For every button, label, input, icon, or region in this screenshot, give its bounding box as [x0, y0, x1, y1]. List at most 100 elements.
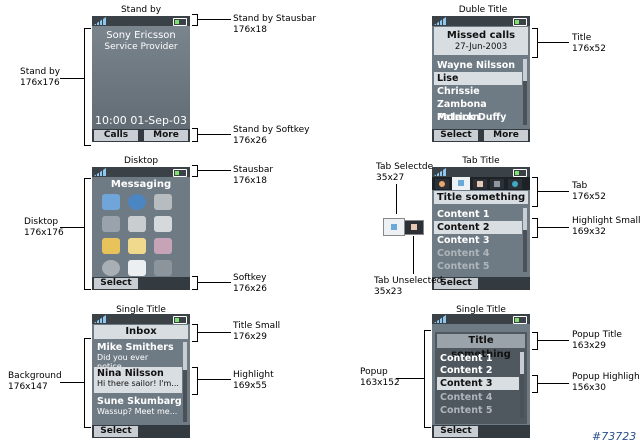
popup-bracket [424, 330, 431, 428]
softkey-bar: Select More [432, 129, 530, 142]
organizer-icon[interactable] [128, 238, 146, 254]
select-softkey[interactable]: Select [434, 130, 478, 141]
status-bar [432, 16, 530, 26]
tab-icon [391, 224, 397, 230]
tab-bracket [532, 177, 538, 207]
leader-line [60, 382, 84, 383]
list-item[interactable]: Content 4 [440, 392, 493, 403]
file-manager-icon[interactable] [128, 216, 146, 232]
title-bar: Title something [434, 191, 528, 204]
camera-icon[interactable] [102, 216, 120, 232]
list-item[interactable]: Content 4 [437, 248, 490, 259]
list-item[interactable]: Content 1 [440, 353, 493, 364]
list-item[interactable]: Chrissie [437, 86, 480, 97]
softkey-bar: Calls More [92, 129, 190, 142]
leader-line [60, 227, 84, 228]
title-small-bracket [192, 324, 198, 342]
battery-icon [173, 169, 187, 177]
signal-icon [434, 17, 446, 25]
tab-unselected[interactable] [508, 179, 522, 189]
select-softkey[interactable]: Select [434, 426, 478, 437]
desktop-bracket [84, 178, 91, 290]
media-icon[interactable] [154, 238, 172, 254]
tab-icon [458, 180, 464, 186]
calls-softkey[interactable]: Calls [94, 130, 138, 141]
highlight-label: Highlight 169x55 [233, 370, 274, 391]
softkey-bar: Select [432, 425, 530, 438]
battery-icon [513, 316, 527, 324]
scrollbar[interactable] [520, 352, 524, 418]
message-sender: Nina Nilsson [97, 368, 164, 379]
list-item-highlighted[interactable]: Lise [434, 72, 522, 85]
tab-title-caption: Tab Title [462, 156, 500, 166]
softkey-bar: Select [432, 277, 530, 290]
list-item[interactable]: Content 2 [440, 365, 493, 376]
list-item-highlighted[interactable]: Content 3 [437, 377, 519, 390]
select-softkey[interactable]: Select [94, 278, 138, 289]
single-title-caption: Single Title [116, 305, 166, 315]
status-bar [92, 16, 190, 26]
softkey-bracket [192, 128, 198, 142]
desktop-statusbar-label: Stausbar 176x18 [233, 165, 274, 186]
more-softkey[interactable]: More [484, 130, 528, 141]
phonebook-icon[interactable] [102, 238, 120, 254]
list-item[interactable]: Content 5 [437, 261, 490, 272]
tab-icon [411, 224, 417, 230]
list-item[interactable]: Zambona Mclaren [437, 99, 487, 123]
messaging-icon[interactable] [102, 194, 120, 210]
watermark: #73723 [592, 430, 637, 443]
message-sender: Sune Skumbarg [97, 396, 182, 407]
list-item[interactable]: Content 5 [440, 405, 493, 416]
popup-highlight-label: Popup Highlight 156x30 [572, 372, 640, 393]
popup-title-label: Popup Title 163x29 [572, 330, 622, 351]
calendar-icon[interactable] [128, 260, 146, 276]
message-item[interactable]: Sune Skumbarg Wassup? Meet me... [94, 396, 182, 420]
scrollbar[interactable] [183, 342, 187, 422]
scrollbar[interactable] [523, 59, 527, 125]
list-item[interactable]: Patrick Duffy [437, 112, 507, 123]
internet-icon[interactable] [128, 194, 146, 210]
select-softkey[interactable]: Select [434, 278, 478, 289]
messages-icon[interactable] [154, 216, 172, 232]
highlight-bracket [192, 367, 198, 395]
entertainment-icon[interactable] [154, 194, 172, 210]
tab-unselected[interactable] [435, 179, 449, 189]
tab-unselected-sample [404, 220, 424, 235]
softkey-bracket [192, 276, 198, 290]
highlight-small-label: Highlight Small 169x32 [572, 216, 640, 237]
select-softkey[interactable]: Select [94, 426, 138, 437]
status-bar [432, 314, 530, 324]
settings-icon[interactable] [154, 260, 172, 276]
signal-icon [434, 315, 446, 323]
list-item[interactable]: Wayne Nilsson [437, 60, 516, 71]
signal-icon [434, 168, 446, 176]
leader-line [60, 78, 84, 79]
tab-selected-label: Tab Selectde 35x27 [376, 162, 434, 183]
more-softkey[interactable]: More [144, 130, 188, 141]
leader-line [197, 19, 231, 20]
background-bracket [84, 338, 91, 428]
tab-icon [477, 181, 483, 187]
list-item-highlighted[interactable]: Content 2 [434, 221, 522, 234]
standby-statusbar-label: Stand by Stausbar 176x18 [233, 14, 317, 35]
desktop-screen: Messaging Select [92, 167, 190, 290]
double-title-screen: Missed calls 27-Jun-2003 Wayne Nilsson L… [432, 16, 530, 142]
connectivity-icon[interactable] [102, 260, 120, 276]
list-item[interactable]: Content 3 [437, 235, 490, 246]
message-item[interactable]: Mike Smithers Did you ever notice... [94, 342, 182, 371]
desktop-softkey-label: Softkey 176x26 [233, 273, 267, 294]
standby-caption: Stand by [120, 5, 162, 15]
double-title-size-label: Title 176x52 [572, 33, 606, 54]
provider-label: Service Provider [104, 42, 178, 52]
leader-line [396, 184, 397, 214]
tab-selected[interactable] [452, 177, 470, 190]
scrollbar[interactable] [523, 208, 527, 272]
tab-unselected[interactable] [490, 179, 504, 189]
battery-icon [173, 18, 187, 26]
clock-date: 01-Sep-03 [130, 114, 187, 127]
list-item[interactable]: Content 1 [437, 209, 490, 220]
tab-unselected[interactable] [473, 179, 487, 189]
leader-line [537, 227, 569, 228]
message-item-highlighted[interactable]: Nina Nilsson Hi there sailor! I'm... [94, 367, 182, 393]
desktop-caption: Disktop [123, 156, 159, 166]
